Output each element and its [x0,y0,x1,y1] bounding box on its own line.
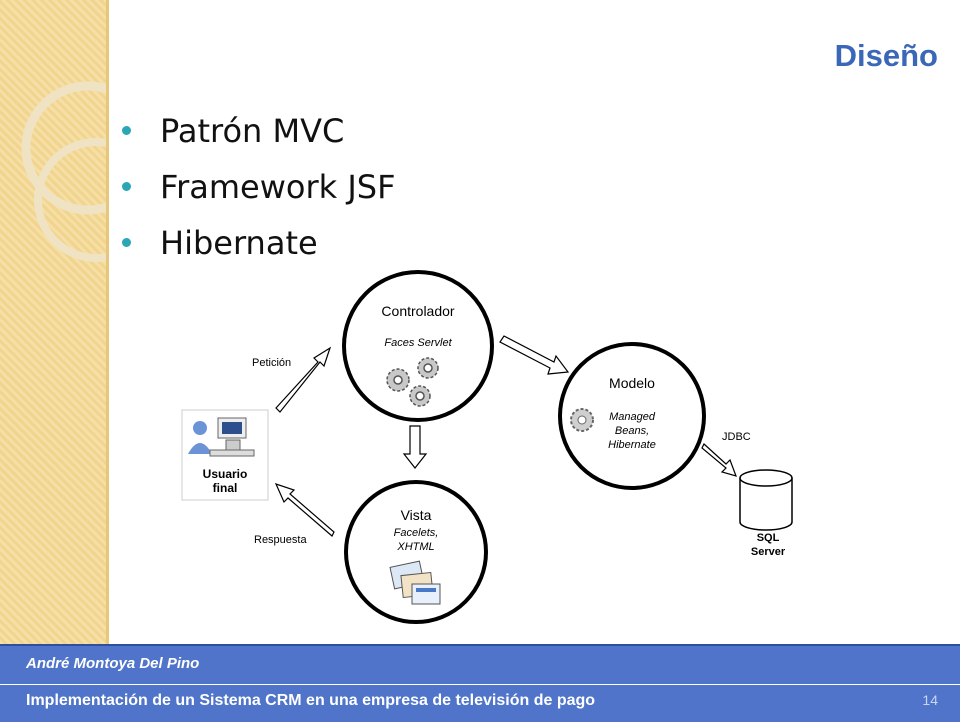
decorative-sidebar [0,0,158,644]
slide-title: Diseño [834,38,938,73]
footer-author: André Montoya Del Pino [26,655,200,672]
jdbc-label: JDBC [722,431,751,443]
usuario-label-2: final [213,481,238,495]
controlador-title: Controlador [381,303,454,319]
usuario-node: Usuario final [181,409,269,501]
vista-node: Vista Facelets, XHTML [344,480,488,624]
decorative-rings [21,81,158,262]
controlador-node: Controlador Faces Servlet [342,270,494,422]
footer-divider [0,684,960,685]
usuario-label-1: Usuario [203,467,248,481]
web-pages-icon [389,560,441,605]
controlador-subtitle: Faces Servlet [384,337,452,349]
footer-subtitle: Implementación de un Sistema CRM en una … [26,692,596,709]
vista-subtitle-1: Facelets, [394,527,439,539]
bullet-dot [122,182,131,191]
bullet-dot [122,126,131,135]
mvc-diagram: Controlador Faces Servlet Modelo Managed… [170,268,810,638]
user-computer-icon [188,417,255,457]
db-label-2: Server [751,546,786,558]
database-icon [739,469,793,531]
database-node: SQL Server [739,469,793,558]
vista-subtitle-2: XHTML [396,541,434,553]
bullet-text: Patrón MVC [160,112,345,150]
gears-icon [386,357,439,407]
bullet-text: Hibernate [160,224,318,262]
bullet-dot [122,238,131,247]
gear-icon [570,408,594,432]
db-label-1: SQL [757,532,780,544]
modelo-subtitle-1: Managed [609,411,656,423]
controlador-vista-arrow [402,425,428,469]
modelo-title: Modelo [609,375,655,391]
modelo-subtitle-3: Hibernate [608,439,656,451]
peticion-label: Petición [252,357,291,369]
jdbc-arrow [701,443,737,477]
sidebar-edge [106,0,109,644]
bullet-text: Framework JSF [160,168,396,206]
modelo-subtitle-2: Beans, [615,425,649,437]
controlador-modelo-arrow [499,335,570,375]
peticion-arrow [275,346,332,413]
modelo-node: Modelo Managed Beans, Hibernate [558,342,706,490]
page-number: 14 [922,692,938,708]
respuesta-arrow [274,483,335,537]
footer-bar: André Montoya Del Pino Implementación de… [0,644,960,722]
vista-title: Vista [401,507,432,523]
respuesta-label: Respuesta [254,534,307,546]
